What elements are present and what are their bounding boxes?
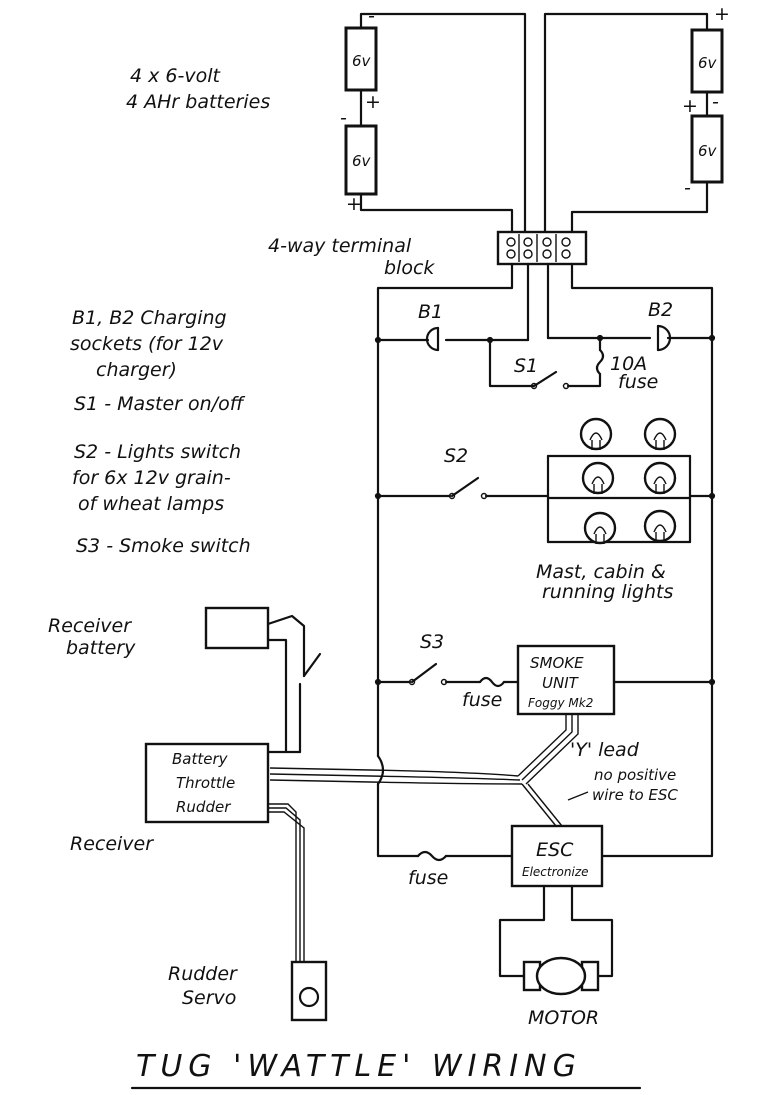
lamp-6 xyxy=(643,509,677,543)
fuse-esc-label: fuse xyxy=(408,867,448,889)
lamp-1 xyxy=(579,417,613,451)
receiver-port-throttle: Throttle xyxy=(176,774,235,792)
positive-rail xyxy=(570,262,714,858)
smoke-unit-label-2: UNIT xyxy=(542,674,580,692)
receiver: Battery Throttle Rudder Receiver xyxy=(70,742,270,855)
servo-label-2: Servo xyxy=(182,987,236,1009)
receiver-label: Receiver xyxy=(70,833,154,855)
lamp-3 xyxy=(581,461,615,495)
legend-b-2: sockets (for 12v xyxy=(70,333,224,355)
s2-label: S2 xyxy=(444,445,468,467)
battery-pack-right: 6v + - + 6v - xyxy=(682,3,730,208)
terminal-block-label-1: 4-way terminal xyxy=(268,235,412,257)
battery-cell-2-minus: - xyxy=(340,107,347,129)
legend-s2-1: S2 - Lights switch xyxy=(74,441,241,463)
battery-cell-4-plus: + xyxy=(682,95,698,117)
battery-cell-1-plus: + xyxy=(365,91,381,113)
receiver-battery-label-1: Receiver xyxy=(48,615,132,637)
motor-label: MOTOR xyxy=(528,1007,599,1029)
master-switch-circuit: S1 10A fuse xyxy=(488,262,658,393)
lamp-2 xyxy=(643,417,677,451)
battery-cell-3-plus: + xyxy=(714,3,730,25)
lights-label-2: running lights xyxy=(542,581,673,603)
s3-label: S3 xyxy=(420,631,444,653)
notes: 4 x 6-volt 4 AHr batteries 4-way termina… xyxy=(70,65,435,557)
battery-cell-3-minus: - xyxy=(712,91,719,113)
battery-cell-3 xyxy=(690,28,724,94)
receiver-battery: Receiver battery xyxy=(48,606,322,754)
y-lead-label: 'Y' lead xyxy=(570,739,640,761)
legend-b-1: B1, B2 Charging xyxy=(72,307,227,329)
lamp-5 xyxy=(583,511,617,545)
negative-rail xyxy=(376,262,514,858)
battery-cell-4-label: 6v xyxy=(698,142,718,160)
esc-label-1: ESC xyxy=(536,839,574,861)
diagram-title: TUG 'WATTLE' WIRING xyxy=(130,1049,642,1090)
battery-cell-1-label: 6v xyxy=(352,52,372,70)
battery-cell-1-minus: - xyxy=(368,5,375,27)
y-lead: 'Y' lead no positive wire to ESC xyxy=(269,714,678,827)
batteries-note-1: 4 x 6-volt xyxy=(130,65,222,87)
legend-b-3: charger) xyxy=(96,359,177,381)
battery-cell-3-label: 6v xyxy=(698,54,718,72)
legend-s2-2: for 6x 12v grain- xyxy=(72,467,231,489)
s1-label: S1 xyxy=(514,355,538,377)
servo-label-1: Rudder xyxy=(168,963,238,985)
no-positive-label-1: no positive xyxy=(594,766,676,784)
fuse-10a-label-2: fuse xyxy=(618,371,658,393)
b2-label: B2 xyxy=(648,299,673,321)
page-title: TUG 'WATTLE' WIRING xyxy=(136,1049,582,1084)
smoke-unit-label-3: Foggy Mk2 xyxy=(528,696,593,710)
b1-label: B1 xyxy=(418,301,443,323)
smoke-circuit: S3 fuse xyxy=(374,631,716,711)
legend-s2-3: of wheat lamps xyxy=(78,493,224,515)
battery-cell-2-plus: + xyxy=(346,193,362,215)
battery-leads xyxy=(359,12,709,234)
rudder-servo: Rudder Servo xyxy=(168,803,328,1022)
receiver-port-rudder: Rudder xyxy=(176,798,231,816)
terminal-block xyxy=(496,230,588,266)
smoke-unit: SMOKE UNIT Foggy Mk2 xyxy=(516,644,616,716)
charging-sockets: B1 B2 xyxy=(374,299,716,352)
lights-label-1: Mast, cabin & xyxy=(536,561,666,583)
battery-cell-2-label: 6v xyxy=(352,152,372,170)
esc: fuse ESC Electronize xyxy=(408,824,604,889)
battery-pack-left: 6v - + - 6v + xyxy=(340,5,381,215)
receiver-port-battery: Battery xyxy=(172,750,229,768)
batteries-note-2: 4 AHr batteries xyxy=(126,91,270,113)
smoke-unit-label-1: SMOKE xyxy=(530,654,584,672)
receiver-battery-label-2: battery xyxy=(66,637,136,659)
fuse-10a-label-1: 10A xyxy=(610,353,647,375)
lights-circuit: S2 xyxy=(374,445,716,544)
lamps xyxy=(579,417,677,545)
legend-s3: S3 - Smoke switch xyxy=(76,535,251,557)
terminal-block-label-2: block xyxy=(384,257,435,279)
fuse-smoke-label: fuse xyxy=(462,689,502,711)
lamp-4 xyxy=(643,461,677,495)
battery-cell-4-minus: - xyxy=(684,177,691,199)
esc-label-2: Electronize xyxy=(522,865,589,879)
motor: MOTOR xyxy=(498,884,614,1029)
legend-s1: S1 - Master on/off xyxy=(74,393,246,415)
no-positive-label-2: wire to ESC xyxy=(592,786,678,804)
